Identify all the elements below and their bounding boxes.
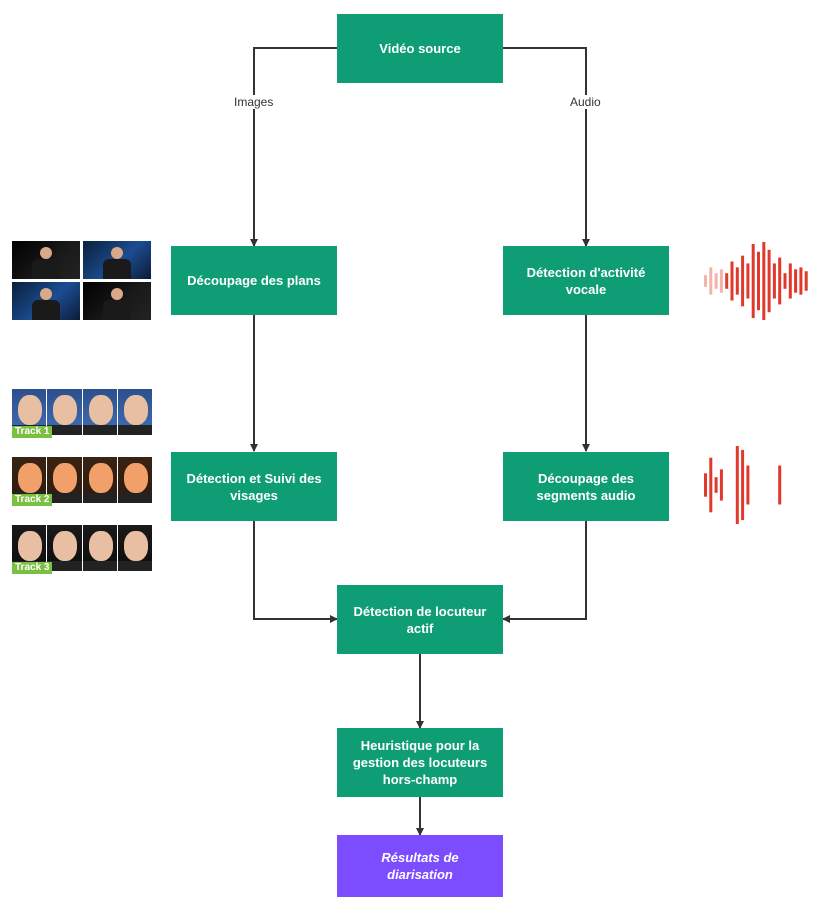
waveform-bar xyxy=(704,473,707,497)
waveform-bar xyxy=(804,271,808,291)
face-track-1: Track 1 xyxy=(12,389,153,438)
waveform-bar xyxy=(783,273,787,289)
node-face-detection-tracking[interactable]: Détection et Suivi des visages xyxy=(171,452,337,521)
node-video-source[interactable]: Vidéo source xyxy=(337,14,503,83)
node-shot-segmentation[interactable]: Découpage des plans xyxy=(171,246,337,315)
shot-thumbnail xyxy=(12,241,80,279)
audio-segments-waveform-icon xyxy=(704,446,782,524)
face-track-2: Track 2 xyxy=(12,457,153,506)
node-voice-activity-detection[interactable]: Détection d'activité vocale xyxy=(503,246,669,315)
node-diarization-results[interactable]: Résultats de diarisation xyxy=(337,835,503,897)
waveform-bar xyxy=(794,269,798,293)
waveform-bar xyxy=(799,267,803,295)
shot-thumbnail xyxy=(12,282,80,320)
waveform-bar xyxy=(709,457,713,513)
waveform-bar xyxy=(714,477,718,493)
edge-source-vad xyxy=(503,47,590,247)
track-label: Track 1 xyxy=(12,426,53,438)
edge-segments-asd xyxy=(502,521,587,623)
waveform-bar xyxy=(741,449,745,521)
waveform-bar xyxy=(778,257,782,305)
waveform-bar xyxy=(735,446,739,524)
node-active-speaker-detection[interactable]: Détection de locuteur actif xyxy=(337,585,503,654)
node-audio-segmentation[interactable]: Découpage des segments audio xyxy=(503,452,669,521)
shot-thumbnail xyxy=(83,282,151,320)
waveform-bar xyxy=(704,275,707,287)
waveform-bar xyxy=(762,242,766,320)
edge-source-shots xyxy=(250,47,337,247)
edge-label-audio: Audio xyxy=(568,95,603,109)
node-face-detection-tracking-label: Détection et Suivi des visages xyxy=(186,470,322,503)
node-offscreen-heuristic-label: Heuristique pour la gestion des locuteur… xyxy=(352,738,488,787)
waveform-bar xyxy=(709,267,713,295)
waveform-bar xyxy=(757,251,760,311)
waveform-bar xyxy=(719,469,723,501)
track-label: Track 2 xyxy=(12,494,53,506)
node-active-speaker-detection-label: Détection de locuteur actif xyxy=(353,603,487,636)
waveform-bar xyxy=(751,243,755,319)
waveform-bar xyxy=(767,249,771,313)
waveform-bar xyxy=(719,269,723,293)
waveform-bar xyxy=(746,465,750,505)
shot-thumbnail xyxy=(83,241,151,279)
face-track-3: Track 3 xyxy=(12,525,153,574)
waveform-bar xyxy=(735,267,739,295)
edge-faces-asd xyxy=(253,521,338,623)
node-video-source-label: Vidéo source xyxy=(379,41,461,56)
node-offscreen-heuristic[interactable]: Heuristique pour la gestion des locuteur… xyxy=(337,728,503,797)
waveform-bar xyxy=(772,263,776,299)
node-shot-segmentation-label: Découpage des plans xyxy=(187,273,321,288)
waveform-bar xyxy=(741,255,745,307)
waveform-bar xyxy=(788,263,792,299)
track-label: Track 3 xyxy=(12,562,53,574)
waveform-bar xyxy=(778,465,782,505)
node-audio-segmentation-label: Découpage des segments audio xyxy=(536,470,636,503)
waveform-bar xyxy=(714,273,718,289)
waveform-bar xyxy=(746,263,750,299)
vad-waveform-icon xyxy=(704,242,808,320)
shot-thumbnails xyxy=(12,241,151,320)
edge-label-images: Images xyxy=(232,95,276,109)
waveform-bar xyxy=(725,273,729,289)
node-diarization-results-label: Résultats de diarisation xyxy=(381,850,459,882)
waveform-bar xyxy=(730,261,734,301)
node-voice-activity-detection-label: Détection d'activité vocale xyxy=(526,264,646,297)
